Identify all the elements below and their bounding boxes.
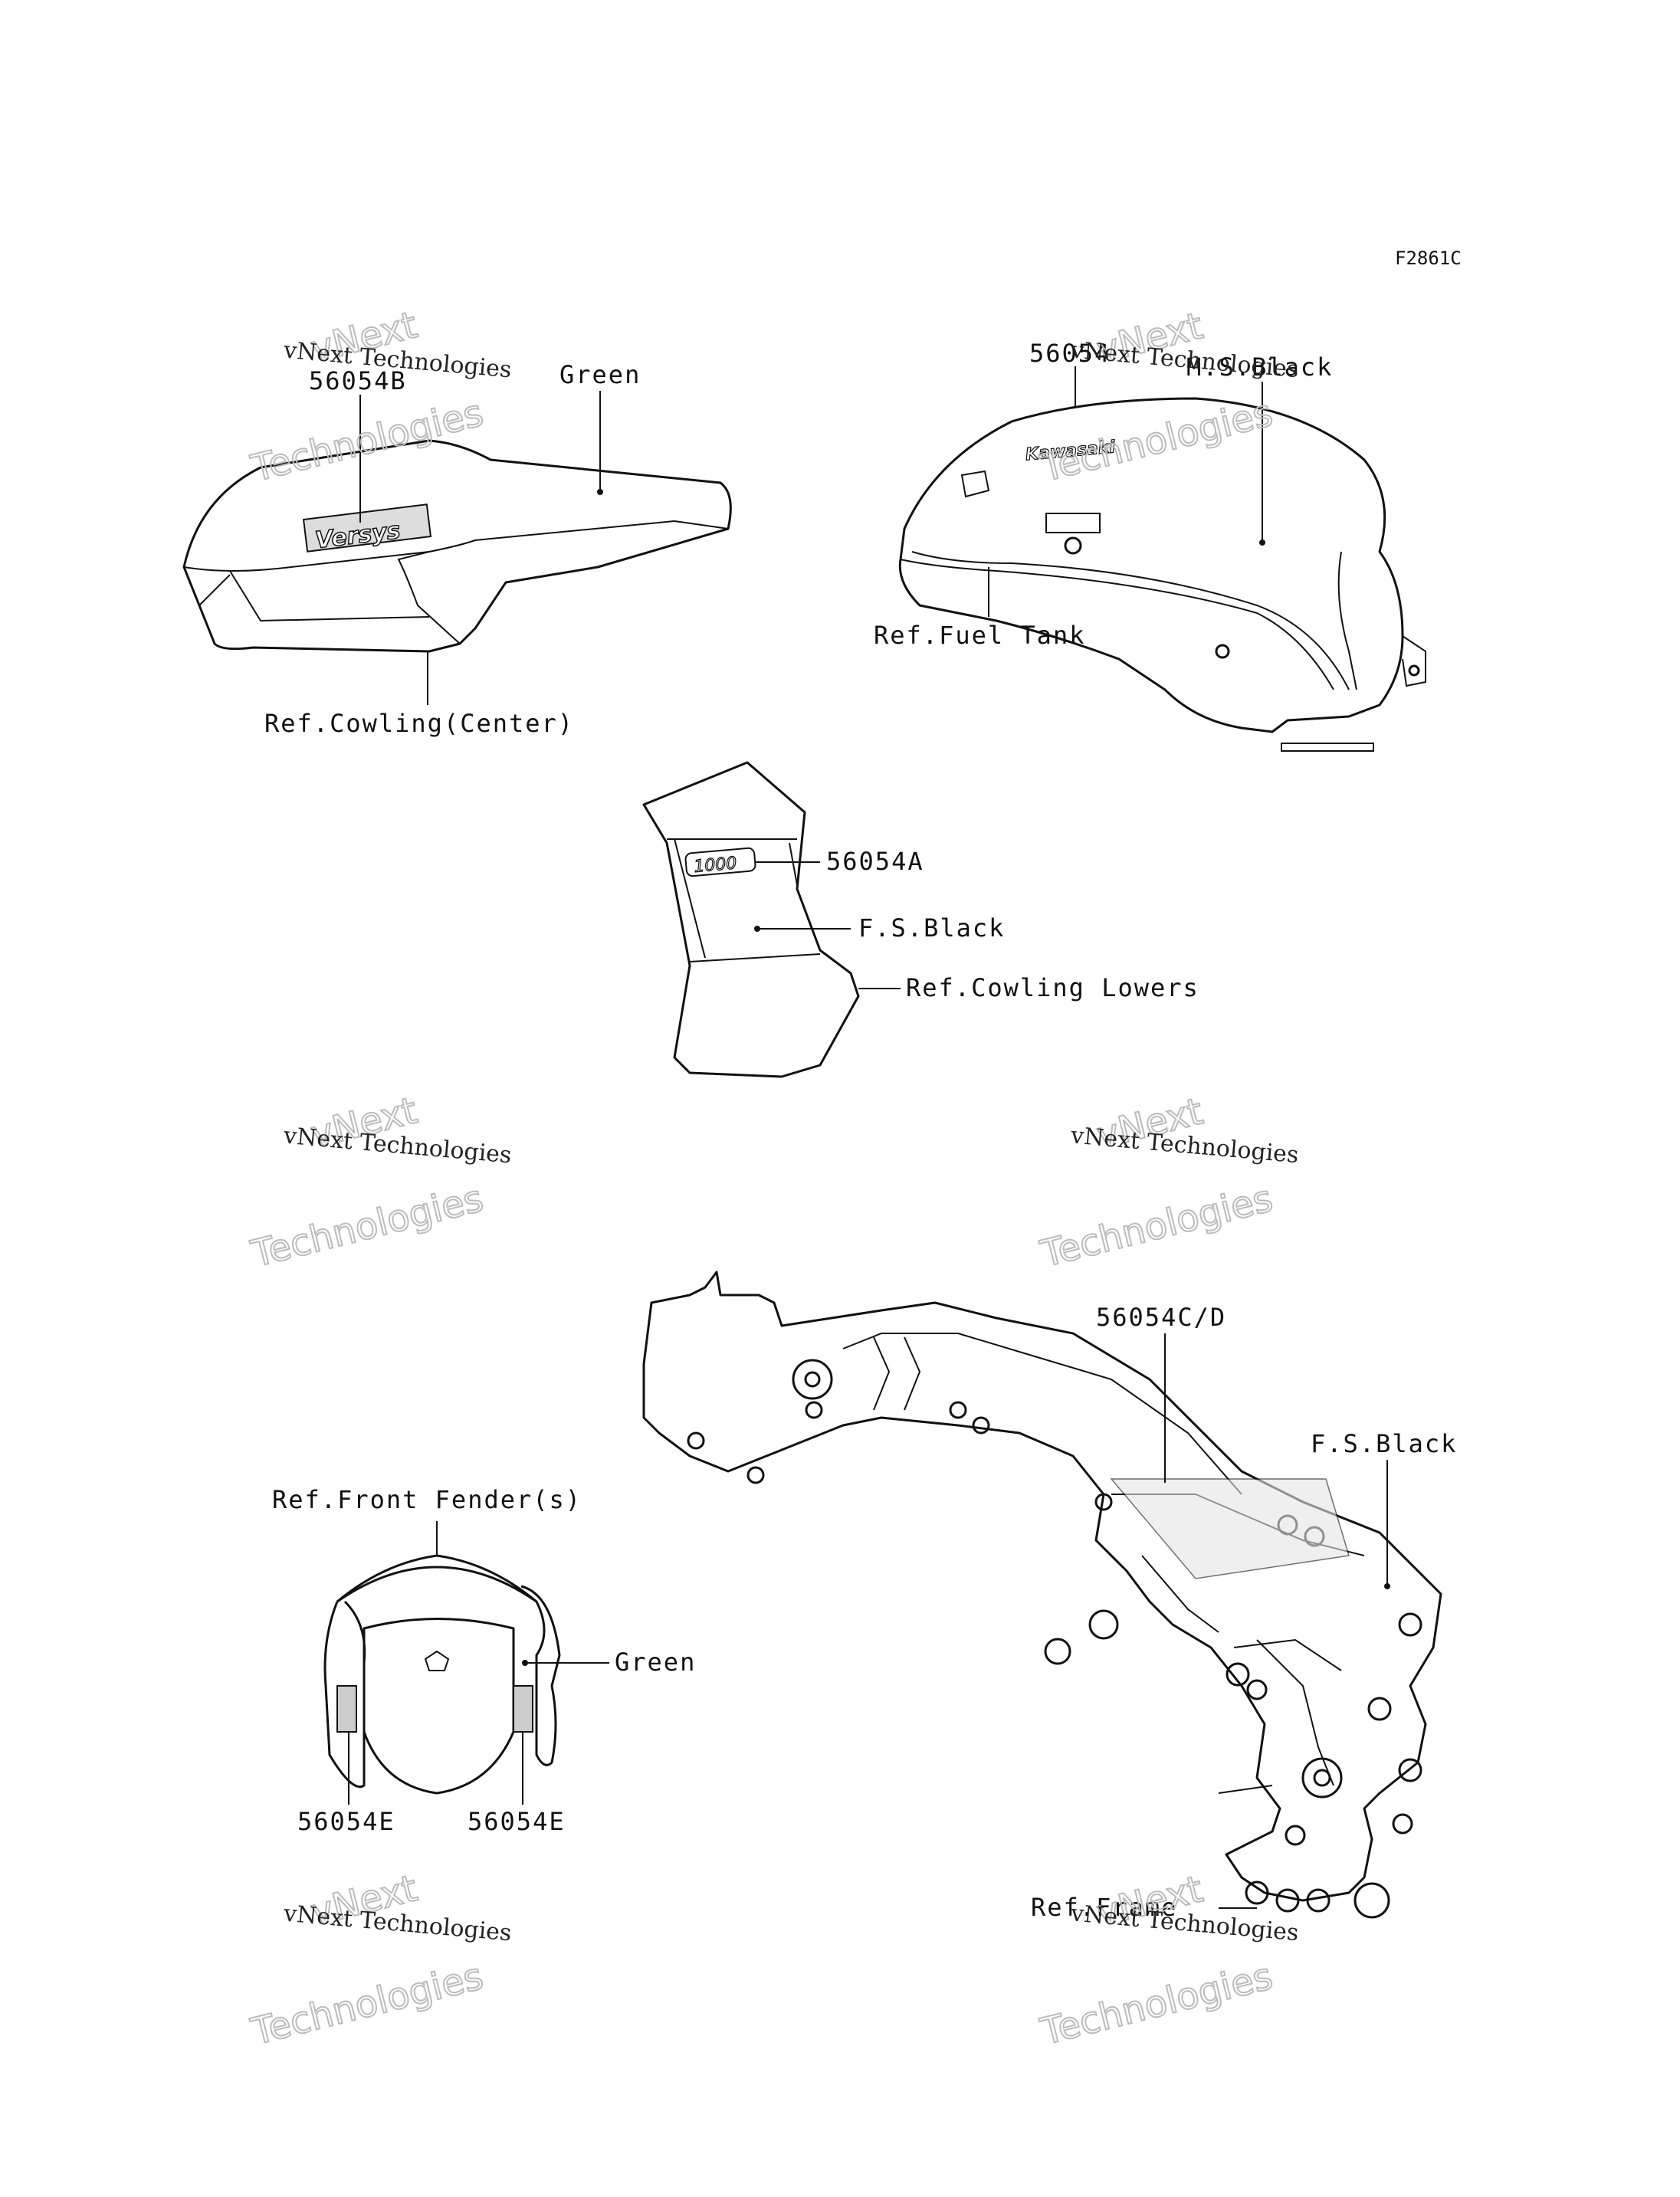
- watermark-top-left: vNext vNext Technologies Technologies: [246, 303, 513, 491]
- label-frame-ref: Ref.Frame: [1031, 1893, 1177, 1922]
- svg-text:Technologies: Technologies: [1036, 1955, 1277, 2054]
- cowling-lower-drawing: 1000: [642, 761, 860, 1078]
- svg-text:Technologies: Technologies: [247, 1955, 487, 2054]
- label-fuel-tank-part: 56054: [1029, 339, 1111, 368]
- front-fender-drawing: [323, 1554, 561, 1795]
- svg-text:Technologies: Technologies: [247, 392, 487, 490]
- label-cowling-center-part: 56054B: [309, 366, 407, 395]
- label-fender-color: Green: [615, 1648, 696, 1677]
- figure-code: F2861C: [1395, 248, 1462, 269]
- frame-drawing: [642, 1271, 1442, 1919]
- svg-text:Technologies: Technologies: [1036, 1177, 1277, 1276]
- label-fuel-tank-ref: Ref.Fuel Tank: [874, 621, 1085, 650]
- label-cowling-lower-part: 56054A: [826, 847, 924, 876]
- label-frame-part: 56054C/D: [1096, 1303, 1226, 1332]
- label-cowling-center-ref: Ref.Cowling(Center): [264, 709, 574, 738]
- watermark-bottom-left: vNext vNext Technologies Technologies: [246, 1866, 513, 2054]
- watermark-mid-left: vNext vNext Technologies Technologies: [246, 1088, 513, 1277]
- label-fender-part-right: 56054E: [468, 1807, 566, 1836]
- label-frame-color: F.S.Black: [1311, 1429, 1457, 1458]
- label-cowling-lower-color: F.S.Black: [858, 913, 1005, 943]
- label-fender-part-left: 56054E: [297, 1807, 395, 1836]
- engine-size-decal: 1000: [693, 854, 737, 877]
- svg-text:Technologies: Technologies: [1036, 392, 1277, 490]
- label-cowling-lower-ref: Ref.Cowling Lowers: [906, 973, 1199, 1002]
- svg-text:Technologies: Technologies: [247, 1177, 487, 1276]
- label-fuel-tank-color: M.S.Black: [1186, 353, 1333, 382]
- label-cowling-center-color: Green: [559, 360, 641, 389]
- watermark-mid-right: vNext vNext Technologies Technologies: [1035, 1089, 1300, 1277]
- fuel-tank-drawing: Kawasaki: [898, 397, 1426, 752]
- label-fender-ref: Ref.Front Fender(s): [272, 1485, 582, 1514]
